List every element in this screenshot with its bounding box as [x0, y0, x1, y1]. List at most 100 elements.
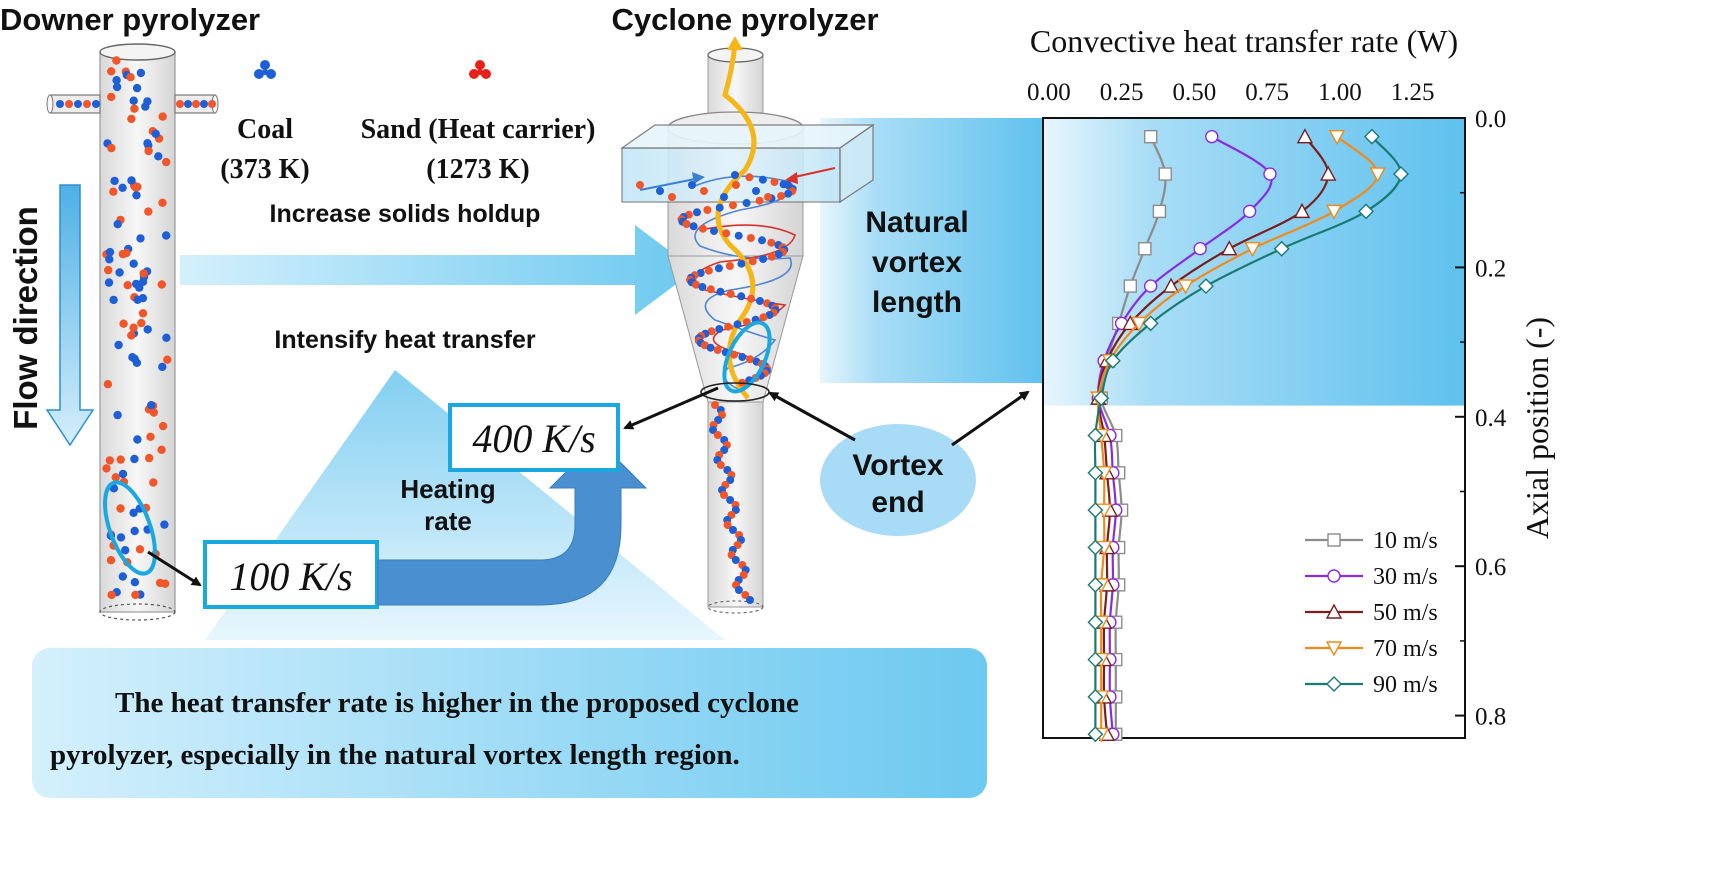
particle [765, 311, 774, 319]
particle [109, 187, 118, 196]
data-point [1138, 242, 1152, 256]
particle [130, 526, 139, 536]
particle [734, 231, 743, 240]
data-point [1325, 641, 1343, 657]
particle [146, 432, 155, 441]
particle [129, 508, 138, 517]
cyclone-inlet-box-top [619, 124, 876, 149]
particle [141, 102, 150, 111]
particle [147, 401, 156, 410]
particle [698, 283, 707, 291]
particle [759, 255, 768, 263]
particle [737, 292, 746, 301]
sand-temperature: (1273 K) [426, 154, 529, 185]
particle [113, 220, 122, 229]
data-point [1087, 539, 1104, 556]
coal-temperature: (373 K) [220, 154, 309, 185]
particle [130, 454, 139, 464]
particle [119, 319, 128, 328]
y-tick-label: 0.4 [1475, 405, 1507, 432]
particle [725, 262, 734, 270]
particle [726, 290, 735, 298]
cyclone-inlet-box-side [839, 123, 874, 204]
particle [696, 269, 705, 277]
particle [155, 578, 165, 588]
data-point [1123, 279, 1138, 293]
conclusion-line-1: The heat transfer rate is higher in the … [115, 687, 799, 719]
particle [102, 464, 111, 473]
particle [192, 100, 200, 108]
particle [144, 207, 153, 216]
particle [746, 234, 755, 242]
particle [767, 238, 776, 247]
intensify-label: Intensify heat transfer [274, 326, 535, 354]
particle [713, 431, 722, 439]
particle [208, 100, 216, 108]
particle [105, 255, 114, 264]
particle [135, 545, 145, 554]
downer-bottom-rim [99, 603, 176, 621]
y-tick-label: 0.8 [1475, 704, 1506, 731]
particle [131, 183, 140, 192]
particle [732, 181, 740, 189]
data-point [1293, 202, 1311, 219]
particle [693, 208, 701, 217]
particle [65, 100, 73, 108]
y-axis-label: Axial position (-) [1519, 317, 1555, 539]
particle [767, 252, 776, 261]
particle [112, 76, 121, 85]
data-point [1143, 279, 1158, 293]
particle [114, 340, 123, 350]
data-point [1205, 129, 1219, 144]
particle [748, 257, 757, 266]
particle [689, 222, 698, 231]
particle [154, 152, 163, 161]
vortex-to-400-arrow [623, 386, 719, 430]
particle [143, 139, 152, 148]
particle [137, 318, 146, 328]
coal-label: Coal [237, 114, 293, 145]
data-point [1162, 277, 1180, 293]
particle [706, 343, 715, 352]
inlet-red-arrowhead [785, 172, 798, 184]
vortex-end-bubble [820, 424, 976, 536]
particle [123, 281, 132, 290]
particle [129, 259, 138, 268]
particle [729, 526, 737, 534]
particle [113, 410, 122, 420]
particle [729, 201, 737, 210]
particle [104, 265, 113, 275]
cyclone-yellow-core-flow [715, 44, 757, 400]
particle [133, 295, 142, 304]
particle [747, 294, 756, 303]
particle [118, 249, 128, 259]
particle [107, 92, 116, 102]
particle [733, 320, 742, 329]
particle [127, 176, 136, 185]
particle [133, 435, 142, 444]
particle [709, 426, 717, 434]
particle [755, 297, 764, 305]
data-point [1263, 167, 1277, 181]
particle [724, 322, 733, 331]
particle [703, 206, 712, 214]
data-point [1242, 204, 1257, 219]
data-point [1369, 167, 1386, 183]
data-point [1104, 352, 1121, 369]
rate-high-box [448, 403, 620, 472]
particle [92, 100, 100, 108]
data-point [1143, 129, 1158, 144]
particle [764, 193, 772, 201]
particle [109, 295, 118, 305]
legend-label: 90 m/s [1373, 672, 1438, 698]
vortex-end-plane [700, 382, 770, 402]
particle [158, 112, 167, 121]
particle [105, 247, 115, 257]
particle [746, 596, 754, 604]
data-point [1244, 242, 1261, 258]
data-point [1087, 688, 1104, 705]
particle [143, 325, 152, 334]
data-point [1087, 576, 1104, 593]
downer-top-rim [99, 43, 176, 61]
